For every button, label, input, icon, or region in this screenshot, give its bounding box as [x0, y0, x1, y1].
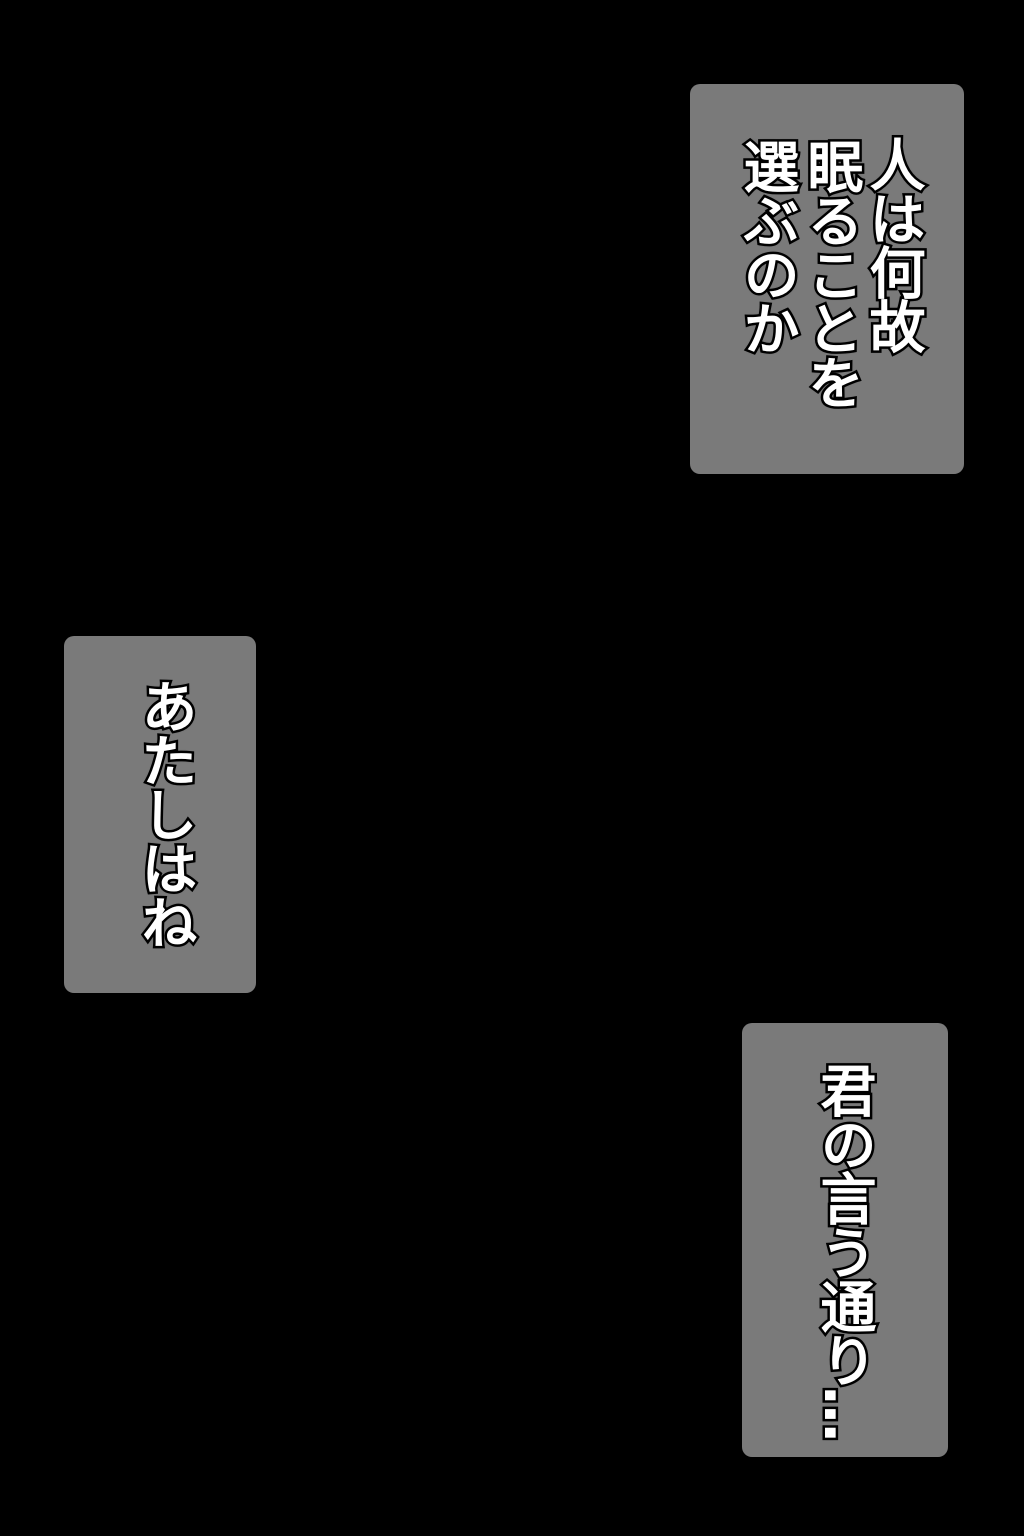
caption-box-bottom-right [742, 1023, 948, 1457]
caption-3-line-1: 君の言う通り… [809, 1060, 879, 1443]
caption-2-line-1: あたしはね [130, 676, 200, 951]
caption-1-line-3: 選ぶのか [732, 136, 802, 357]
caption-1-line-1: 人は何故 [858, 134, 928, 355]
caption-box-top-right [690, 84, 964, 474]
caption-1-line-2: 眠ることを [796, 136, 866, 411]
caption-box-middle-left [64, 636, 256, 993]
